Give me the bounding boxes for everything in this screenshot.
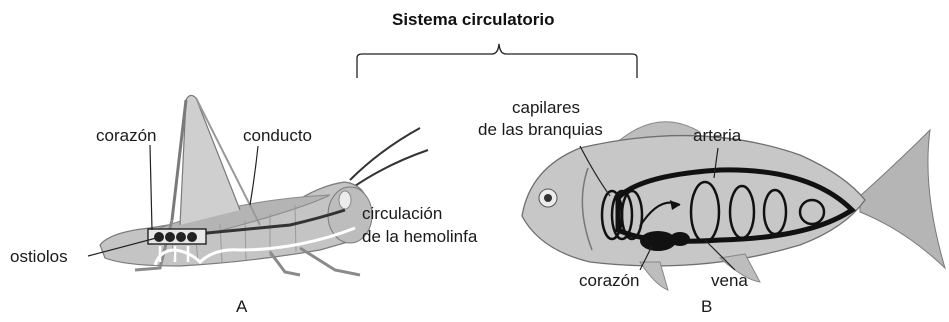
diagram-title: Sistema circulatorio	[392, 10, 555, 29]
fish-heart	[640, 231, 676, 251]
label-circulation-line2: de la hemolinfa	[362, 227, 478, 246]
panel-b-letter: B	[701, 297, 713, 316]
label-capillaries-line2: de las branquias	[478, 120, 603, 139]
panel-a-letter: A	[236, 297, 248, 316]
grasshopper-illustration	[99, 94, 429, 277]
label-artery: arteria	[693, 126, 742, 145]
label-circulation-line1: circulación	[362, 204, 443, 223]
label-capillaries-line1: capilares	[512, 98, 581, 117]
fish-illustration	[521, 121, 947, 291]
label-ostioles: ostiolos	[10, 247, 68, 266]
grouping-brace	[356, 43, 638, 78]
label-heart-a: corazón	[96, 126, 157, 145]
label-duct: conducto	[243, 126, 312, 145]
label-heart-b: corazón	[579, 271, 640, 290]
label-vein: vena	[711, 271, 748, 290]
